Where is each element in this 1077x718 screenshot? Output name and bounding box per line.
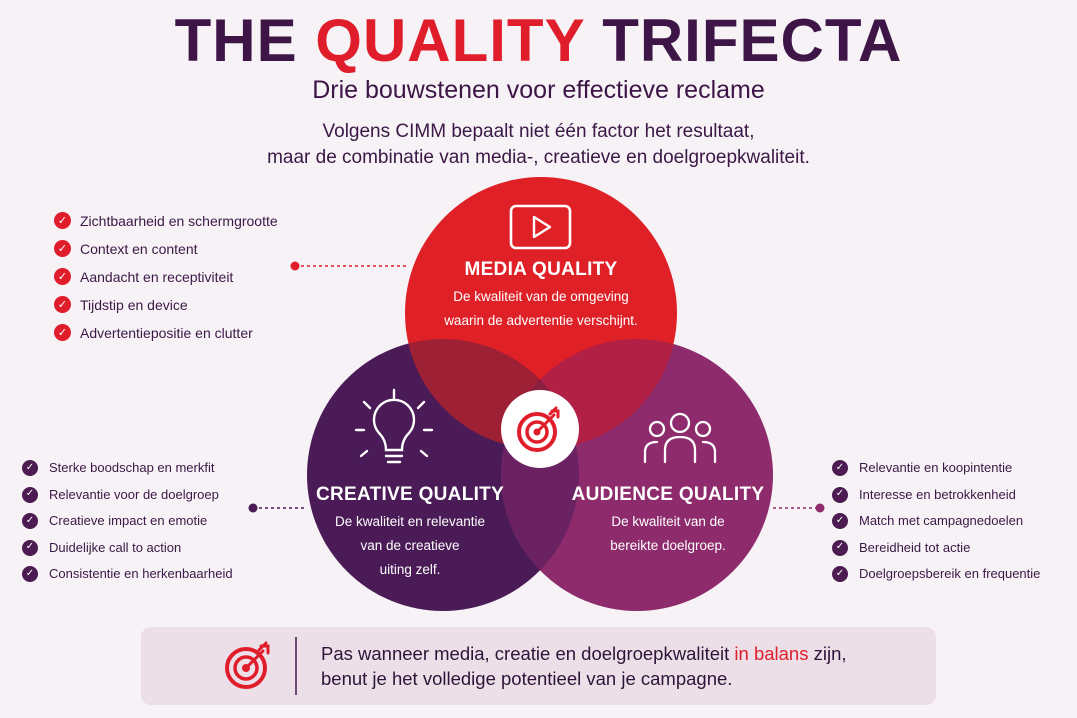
list-item-label: Tijdstip en device (80, 297, 188, 313)
check-icon: ✓ (54, 212, 71, 229)
list-item-label: Duidelijke call to action (49, 539, 182, 555)
list-item-label: Advertentiepositie en clutter (80, 325, 253, 341)
page-title: THE QUALITY TRIFECTA (0, 6, 1077, 75)
check-icon: ✓ (832, 566, 848, 582)
page-subtitle: Drie bouwstenen voor effectieve reclame (312, 76, 765, 104)
media-quality-desc-line-2: waarin de advertentie verschijnt. (444, 313, 638, 328)
check-icon: ✓ (832, 460, 848, 476)
creative-quality-desc-line-3: uiting zelf. (379, 562, 441, 577)
check-icon: ✓ (832, 513, 848, 529)
title-part-1: THE (174, 7, 316, 74)
list-item-label: Relevantie voor de doelgroep (49, 486, 219, 502)
media-quality-title: MEDIA QUALITY (464, 259, 618, 280)
intro-line-2: maar de combinatie van media-, creatieve… (267, 147, 810, 168)
list-item: ✓ Context en content (54, 235, 278, 263)
check-icon: ✓ (54, 296, 71, 313)
list-item-label: Interesse en betrokkenheid (859, 486, 1016, 502)
list-item-label: Doelgroepsbereik en frequentie (859, 566, 1041, 581)
check-icon: ✓ (22, 460, 38, 476)
connector-media (290, 261, 408, 271)
play-icon (509, 204, 572, 250)
list-item: ✓ Match met campagnedoelen (832, 508, 1040, 535)
creative-quality-list: ✓ Sterke boodschap en merkfit ✓ Relevantie… (22, 455, 233, 588)
list-item: ✓ Consistentie en herkenbaarheid (22, 561, 233, 588)
banner-line-1: Pas wanneer media, creatie en doelgroepk… (321, 641, 847, 666)
check-icon: ✓ (22, 513, 38, 529)
title-part-2: TRIFECTA (584, 7, 903, 74)
audience-quality-text: AUDIENCE QUALITY De kwaliteit van de ber… (563, 484, 773, 558)
list-item: ✓ Sterke boodschap en merkfit (22, 455, 233, 482)
lightbulb-icon (354, 388, 434, 464)
check-icon: ✓ (54, 324, 71, 341)
list-item-label: Consistentie en herkenbaarheid (49, 566, 233, 581)
list-item-label: Bereidheid tot actie (859, 539, 971, 555)
check-icon: ✓ (54, 240, 71, 257)
creative-quality-text: CREATIVE QUALITY De kwaliteit en relevan… (305, 484, 515, 582)
list-item: ✓ Zichtbaarheid en schermgrootte (54, 207, 278, 235)
banner-line-1-start: Pas wanneer media, creatie en doelgroepk… (321, 643, 735, 664)
intro-line-1: Volgens CIMM bepaalt niet één factor het… (322, 121, 755, 142)
creative-quality-desc-line-1: De kwaliteit en relevantie (334, 514, 486, 529)
list-item-label: Relevantie en koopintentie (859, 460, 1013, 475)
media-quality-list: ✓ Zichtbaarheid en schermgrootte ✓ Context… (54, 207, 278, 347)
list-item: ✓ Interesse en betrokkenheid (832, 482, 1040, 509)
audience-quality-list: ✓ Relevantie en koopintentie ✓ Interesse e… (832, 455, 1040, 588)
list-item: ✓ Relevantie en koopintentie (832, 455, 1040, 482)
connector-creative (248, 503, 307, 513)
audience-quality-title: AUDIENCE QUALITY (571, 484, 765, 505)
check-icon: ✓ (832, 539, 848, 556)
check-icon: ✓ (22, 486, 38, 503)
list-item-label: Match met campagnedoelen (859, 513, 1024, 528)
intro-text: Volgens CIMM bepaalt niet één factor het… (0, 119, 1077, 171)
list-item: ✓ Aandacht en receptiviteit (54, 263, 278, 291)
list-item: ✓ Advertentiepositie en clutter (54, 319, 278, 347)
audience-quality-desc-line-1: De kwaliteit van de (611, 514, 725, 529)
check-icon: ✓ (22, 539, 38, 556)
list-item: ✓ Duidelijke call to action (22, 535, 233, 562)
list-item: ✓ Relevantie voor de doelgroep (22, 482, 233, 509)
list-item-label: Context en content (80, 241, 198, 257)
list-item: ✓ Bereidheid tot actie (832, 535, 1040, 562)
banner-text: Pas wanneer media, creatie en doelgroepk… (321, 641, 847, 691)
list-item: ✓ Doelgroepsbereik en frequentie (832, 561, 1040, 588)
conclusion-banner: Pas wanneer media, creatie en doelgroepk… (141, 627, 936, 705)
media-quality-desc-line-1: De kwaliteit van de omgeving (453, 289, 629, 304)
list-item-label: Creatieve impact en emotie (49, 513, 208, 528)
list-item-label: Aandacht en receptiviteit (80, 269, 234, 285)
check-icon: ✓ (22, 566, 38, 582)
creative-quality-title: CREATIVE QUALITY (315, 484, 505, 505)
banner-line-2: benut je het volledige potentieel van je… (321, 668, 733, 689)
connector-audience (773, 503, 825, 513)
list-item: ✓ Creatieve impact en emotie (22, 508, 233, 535)
banner-target-icon (225, 641, 270, 689)
audience-quality-desc: De kwaliteit van de bereikte doelgroep. (563, 510, 773, 558)
list-item: ✓ Tijdstip en device (54, 291, 278, 319)
audience-quality-desc-line-2: bereikte doelgroep. (610, 538, 726, 553)
title-accent: QUALITY (315, 7, 585, 74)
check-icon: ✓ (54, 268, 71, 285)
banner-divider (295, 637, 297, 695)
creative-quality-desc-line-2: van de creatieve (360, 538, 460, 553)
target-icon (501, 390, 579, 468)
people-icon (643, 412, 717, 464)
creative-quality-desc: De kwaliteit en relevantie van de creati… (305, 510, 515, 582)
check-icon: ✓ (832, 486, 848, 503)
list-item-label: Sterke boodschap en merkfit (49, 460, 215, 475)
list-item-label: Zichtbaarheid en schermgrootte (80, 213, 278, 229)
banner-highlight: in balans (734, 643, 809, 664)
media-quality-desc: De kwaliteit van de omgeving waarin de a… (421, 285, 661, 333)
media-quality-text: MEDIA QUALITY De kwaliteit van de omgevi… (421, 259, 661, 333)
banner-line-1-end: zijn, (808, 643, 847, 664)
